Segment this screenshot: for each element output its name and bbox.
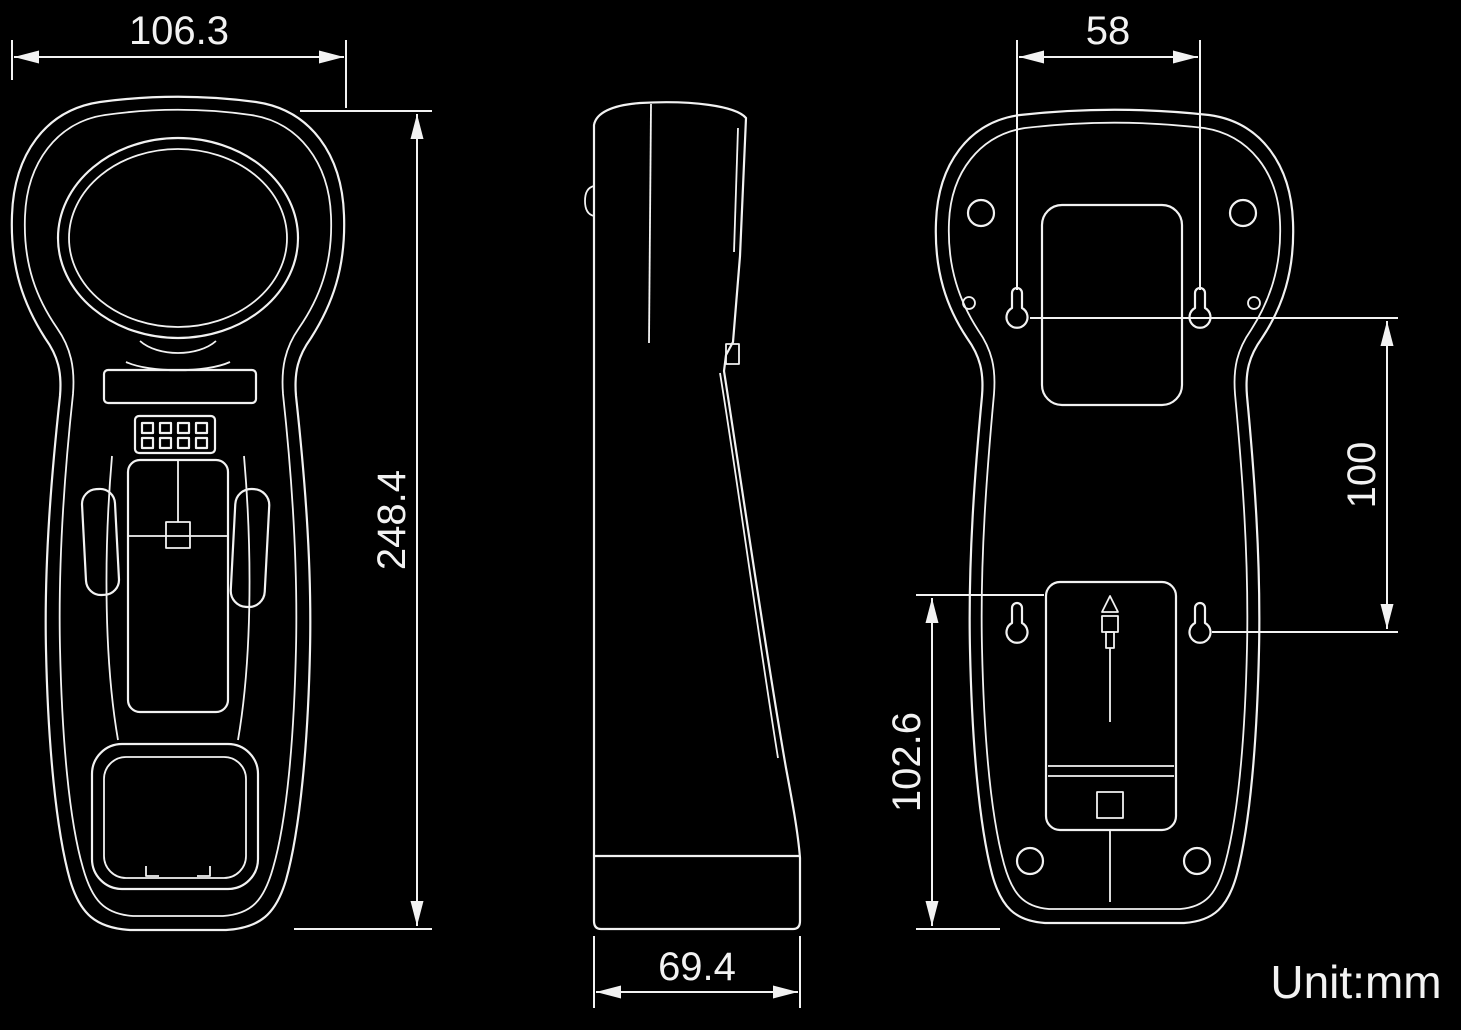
display-window [102,368,258,405]
keyhole-slot-top-left [1005,286,1029,329]
back-outer-outline [934,108,1295,925]
grip-seam-right [237,455,251,741]
cable-direction-icon [1101,595,1119,722]
dim-hole-spacing-v-label: 100 [1340,442,1384,509]
dimension-hole-spacing-vertical: 100 [1030,317,1398,633]
screw-hole-bottom-right [1182,846,1212,876]
front-inner-contour [23,108,333,917]
side-front-edge-inner [733,127,739,253]
side-front-wall-line [719,372,779,759]
cable-plug-icon [1101,615,1119,633]
screw-hole-top-right [1228,198,1258,228]
keyhole-slot-bottom-right [1188,601,1212,644]
cable-channel-panel [1044,580,1178,832]
back-inner-contour [947,121,1282,910]
dip-switch-block [133,414,217,455]
front-view [10,95,346,932]
front-outer-outline [10,95,346,932]
cable-exit-port [1096,791,1124,819]
base-mark-left [145,866,159,877]
back-view [934,108,1295,925]
pin-hole-left [962,296,976,310]
dim-front-width-label: 106.3 [129,9,229,53]
pin-hole-right [1247,296,1261,310]
grip-seam-left [105,455,119,741]
side-outer-outline [592,101,802,931]
base-outer [90,742,260,891]
screw-hole-top-left [966,198,996,228]
screw-hole-bottom-left [1015,846,1045,876]
scanner-window-inner-ring [68,148,288,328]
side-trigger-notch [725,343,740,365]
cable-plug-tip [1105,631,1115,649]
base-inner [103,756,247,879]
dim-mount-lower-offset-label: 102.6 [885,712,929,812]
side-button-bump [584,185,595,217]
back-label-panel [1040,203,1184,407]
keyhole-slot-bottom-left [1005,601,1029,644]
dim-side-depth-label: 69.4 [658,945,736,989]
dimension-mount-lower-offset: 102.6 [885,594,1044,930]
dimension-front-width: 106.3 [11,9,347,108]
side-panel-seam [648,103,652,344]
dimension-side-depth: 69.4 [593,936,801,1008]
neck-seam-upper [139,340,217,354]
dimension-front-height: 248.4 [294,110,432,930]
keyhole-slot-top-right [1188,286,1212,329]
up-arrow-icon [1101,595,1119,613]
scanner-window-outer-ring [56,136,300,340]
dim-hole-spacing-h-label: 58 [1086,9,1131,53]
dim-front-height-label: 248.4 [370,470,414,570]
battery-cover-latch [165,521,191,549]
side-view [584,101,802,931]
unit-label: Unit:mm [1270,956,1441,1008]
side-button-left [80,487,121,597]
side-button-right [229,487,271,609]
dimension-hole-spacing-horizontal: 58 [1016,9,1201,290]
base-mark-right [197,866,211,877]
